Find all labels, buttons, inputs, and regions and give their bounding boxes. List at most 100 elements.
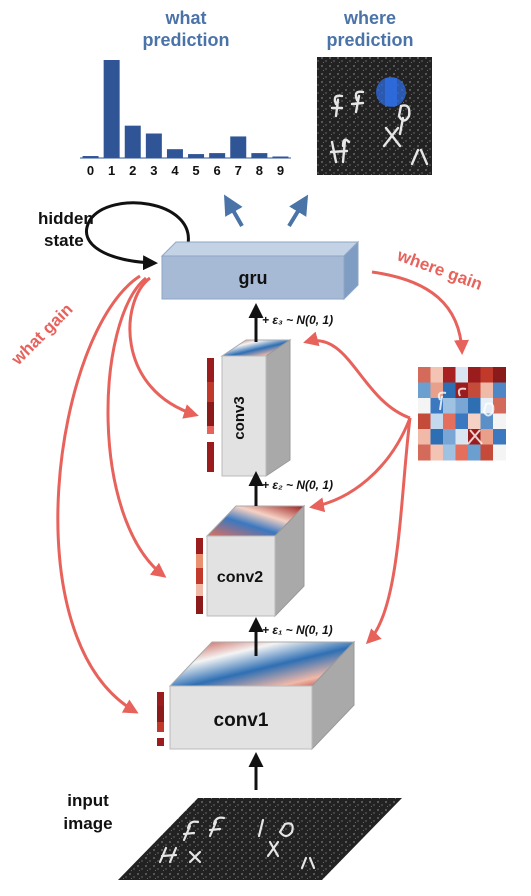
gain-map-cell [418,444,431,461]
gru-label: gru [239,268,268,288]
gain-map-cell [455,413,469,430]
bar-tick-label-4: 4 [171,163,179,178]
bar-tick-label-7: 7 [235,163,242,178]
where-gain-arrow-conv2 [309,417,412,513]
gain-map-cell [480,413,494,430]
gru-to-what-arrow [224,194,244,227]
where-gain-map [418,367,506,461]
hidden-state-label-line2: state [44,231,84,250]
bar-tick-label-5: 5 [192,163,199,178]
gain-map-cell [443,398,456,414]
what-gain-arrow-conv3 [128,276,199,419]
gain-map-digit-strokes [437,387,495,445]
bar-0 [82,156,99,158]
gain-map-cell [455,444,469,461]
bar-5 [188,154,205,158]
gain-map-cell [455,367,469,383]
gain-map-cell [430,382,444,399]
what-prediction-title-line1: what [164,8,206,28]
where-prediction-image [317,57,432,175]
conv1-label: conv1 [214,710,269,731]
where-prediction-title-line2: prediction [326,30,413,50]
what-gain-arrow-conv2 [106,276,167,578]
gain-map-cell [418,413,431,430]
bar-tick-label-8: 8 [256,163,263,178]
gain-map-cell [468,444,481,461]
noise-label-eps2: + ε₂ ~ N(0, 1) [262,478,333,492]
gru-block [160,240,360,301]
gain-map-cell [480,398,494,414]
gain-map-cell [443,367,456,383]
gain-map-cell [443,444,456,461]
gain-map-cell [480,367,494,383]
conv3-label: conv3 [231,396,248,439]
gain-map-cell [455,398,469,414]
bar-tick-label-6: 6 [214,163,221,178]
conv2-block [205,504,306,618]
bar-4 [166,149,183,158]
what-prediction-title-line2: prediction [142,30,229,50]
bar-tick-label-0: 0 [87,163,94,178]
bar-7 [230,136,247,158]
bar-1 [103,60,120,158]
gain-map-cell [455,382,469,399]
input-image-label-line1: input [67,791,109,810]
gain-map-cell [480,429,494,445]
bar-3 [145,133,162,158]
conv1-gain-vector [157,692,164,746]
input-image-label-line2: image [63,814,112,833]
gain-map-cell [430,444,444,461]
gain-map-cell [468,398,481,414]
input-image [118,798,402,880]
conv3-gain-vector [207,358,214,472]
bar-tick-label-3: 3 [150,163,157,178]
gain-map-cell [418,398,431,414]
bar-2 [124,125,141,158]
gain-map-cell [430,413,444,430]
conv1-block [168,640,356,751]
where-gain-arrow-conv3 [303,331,411,420]
gain-map-cell [468,367,481,383]
gain-map-cell [493,398,506,414]
gain-map-cell [418,367,431,383]
gain-map-cell [493,444,506,461]
noise-label-eps1: + ε₁ ~ N(0, 1) [262,623,333,637]
gain-map-cell [468,382,481,399]
conv2-label: conv2 [217,569,263,586]
gain-map-cell [493,382,506,399]
gain-map-cell [493,429,506,445]
gain-map-cell [493,367,506,383]
where-gain-label: where gain [394,245,485,294]
conv2-gain-vector [196,538,203,614]
conv3-block [220,339,292,477]
gain-map-cell [443,429,456,445]
bar-tick-label-1: 1 [108,163,115,178]
bar-tick-label-9: 9 [277,163,284,178]
bar-8 [251,153,268,158]
gain-map-cell [418,382,431,399]
gain-map-cell [443,413,456,430]
gain-map-cell [443,382,456,399]
gain-map-cell [480,444,494,461]
gain-map-cell [418,429,431,445]
gain-map-cell [480,382,494,399]
bar-9 [272,156,289,158]
gain-map-cell [455,429,469,445]
where-gain-arrow-conv1 [365,417,412,645]
what-gain-label: what gain [7,300,77,370]
hidden-state-loop-arrow [85,201,190,271]
gain-map-cell [493,413,506,430]
hidden-state-label-line1: hidden [38,209,94,228]
gain-map-cell [430,429,444,445]
gru-to-where-arrow [287,194,309,228]
what-gain-arrow-conv1 [56,274,141,714]
bar-6 [209,153,226,158]
bar-tick-label-2: 2 [129,163,136,178]
noise-label-eps3: + ε₃ ~ N(0, 1) [262,313,333,327]
where-prediction-title-line1: where [343,8,396,28]
gain-map-cell [468,413,481,430]
gru-to-where-gain-arrow [371,270,469,355]
gain-map-cell [430,367,444,383]
